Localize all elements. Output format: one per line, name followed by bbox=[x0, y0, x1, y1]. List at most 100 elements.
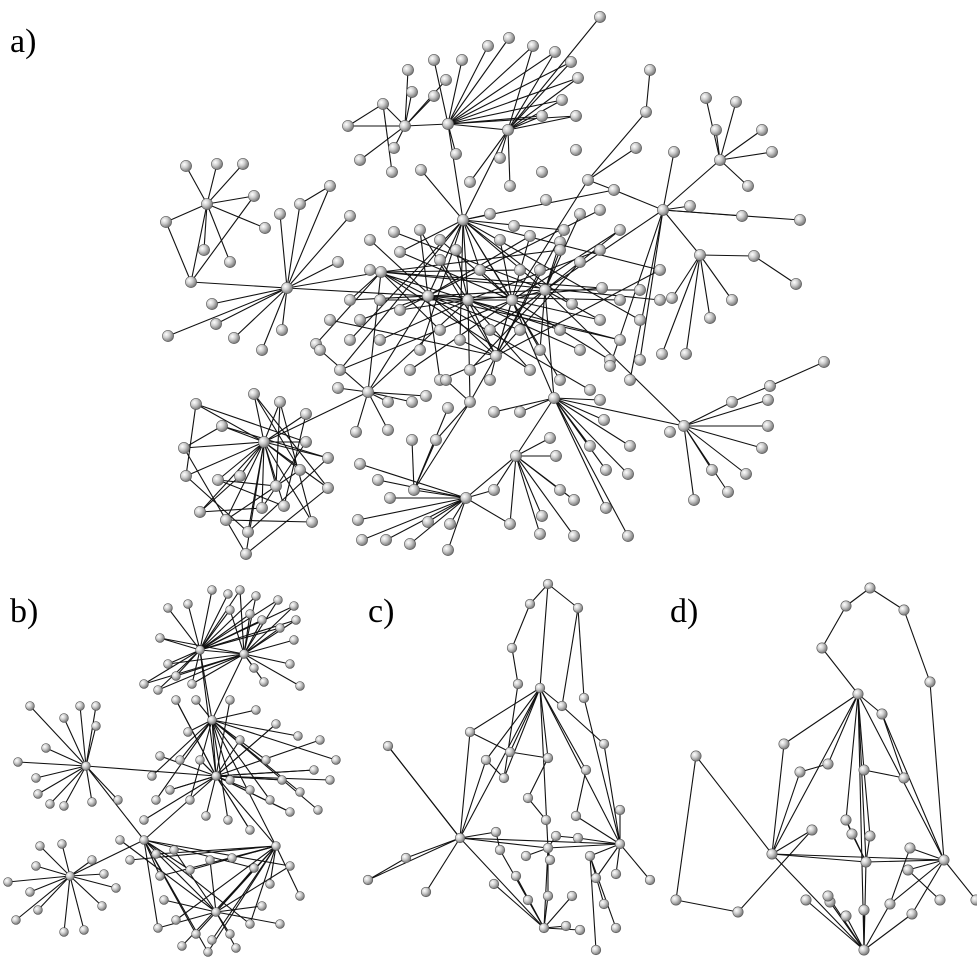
network-b-node bbox=[59, 801, 69, 811]
network-b-node bbox=[225, 929, 235, 939]
network-b-node bbox=[295, 891, 305, 901]
network-c-node bbox=[464, 726, 476, 738]
network-a-edge bbox=[411, 439, 415, 491]
network-a-edge bbox=[286, 215, 351, 289]
network-c-node bbox=[610, 922, 622, 934]
network-b-edge bbox=[143, 775, 217, 821]
network-b-edge bbox=[215, 905, 263, 913]
network-b-edge bbox=[199, 593, 229, 651]
network-b-edge bbox=[243, 639, 295, 655]
network-a-edge bbox=[283, 413, 307, 507]
network-b-node bbox=[87, 855, 97, 865]
network-a-edge bbox=[413, 489, 467, 499]
network-a-node bbox=[600, 464, 612, 476]
network-c-node bbox=[542, 890, 554, 902]
network-a-edge bbox=[286, 261, 339, 289]
network-b-edge bbox=[61, 843, 71, 877]
network-d-edge bbox=[907, 869, 941, 901]
network-a-edge bbox=[447, 37, 510, 125]
network-a-edge bbox=[380, 271, 531, 371]
network-c-node bbox=[614, 838, 626, 850]
network-a-node bbox=[404, 538, 416, 550]
network-a-node bbox=[790, 278, 802, 290]
network-a-edge bbox=[553, 397, 631, 447]
network-d-edge bbox=[903, 609, 931, 683]
network-b-node bbox=[81, 761, 91, 771]
network-b-node bbox=[293, 731, 303, 741]
network-a-edge bbox=[553, 397, 601, 401]
network-c-node bbox=[542, 578, 554, 590]
network-a bbox=[160, 11, 830, 560]
network-c-node bbox=[480, 754, 492, 766]
network-b-node bbox=[169, 845, 179, 855]
network-a-node bbox=[508, 220, 520, 232]
network-a-edge bbox=[544, 289, 555, 399]
network-b-node bbox=[289, 601, 299, 611]
network-b-edge bbox=[243, 599, 279, 655]
network-a-node bbox=[399, 120, 411, 132]
network-b-edge bbox=[151, 719, 213, 777]
network-d-node bbox=[822, 758, 834, 770]
network-a-node bbox=[394, 246, 406, 258]
network-c-edge bbox=[425, 837, 461, 893]
network-a-edge bbox=[206, 163, 218, 205]
network-a-node bbox=[540, 194, 552, 206]
network-a-edge bbox=[507, 51, 556, 131]
network-a-edge bbox=[495, 269, 661, 357]
network-a-node bbox=[524, 364, 536, 376]
network-a-edge bbox=[515, 397, 555, 457]
network-a-node bbox=[544, 432, 556, 444]
network-a-node bbox=[442, 402, 454, 414]
network-b-node bbox=[309, 765, 319, 775]
network-a-node bbox=[384, 492, 396, 504]
network-a-node bbox=[594, 11, 606, 23]
network-b-edge bbox=[37, 765, 87, 795]
network-d-edge bbox=[783, 693, 859, 745]
network-a-node bbox=[216, 420, 228, 432]
network-a-edge bbox=[419, 229, 429, 297]
network-a-edge bbox=[199, 441, 265, 513]
network-a-edge bbox=[286, 287, 429, 297]
network-a-node bbox=[566, 298, 578, 310]
network-c-node bbox=[542, 752, 554, 764]
network-b-node bbox=[155, 751, 165, 761]
network-a-edge bbox=[469, 129, 509, 183]
network-a-edge bbox=[399, 299, 469, 311]
network-b-node bbox=[203, 947, 213, 957]
network-a-node bbox=[794, 214, 806, 226]
network-c-edge bbox=[547, 843, 621, 849]
network-a-edge bbox=[420, 169, 464, 221]
network-b-node bbox=[185, 795, 195, 805]
network-a-edge bbox=[367, 271, 382, 393]
network-a-node bbox=[654, 264, 666, 276]
network-b-nodes bbox=[3, 585, 341, 957]
network-a-node bbox=[742, 180, 754, 192]
network-d-node bbox=[934, 894, 946, 906]
network-b-node bbox=[257, 615, 267, 625]
network-a-node bbox=[224, 256, 236, 268]
network-c-node bbox=[494, 844, 506, 856]
network-b-node bbox=[231, 943, 241, 953]
network-c-node bbox=[590, 944, 602, 956]
network-b-edge bbox=[191, 649, 201, 685]
network-a-node bbox=[634, 314, 646, 326]
network-b-node bbox=[261, 755, 271, 765]
network-a-node bbox=[294, 198, 306, 210]
network-c-edge bbox=[493, 883, 545, 929]
network-c-edge bbox=[459, 687, 541, 839]
network-b-node bbox=[183, 599, 193, 609]
network-a-edge bbox=[719, 159, 749, 187]
network-c-node bbox=[522, 792, 534, 804]
network-d-edge bbox=[675, 755, 697, 901]
network-a-edge bbox=[493, 397, 555, 413]
network-a-edge bbox=[507, 61, 572, 131]
network-b-edge bbox=[215, 769, 315, 777]
network-b-edge bbox=[211, 719, 271, 801]
network-a-node bbox=[756, 124, 768, 136]
network-a-edge bbox=[217, 479, 277, 487]
network-d-nodes bbox=[670, 582, 977, 956]
network-a-edge bbox=[447, 51, 556, 125]
network-a-node bbox=[688, 494, 700, 506]
network-a-edge bbox=[217, 441, 265, 481]
network-c-node bbox=[382, 740, 394, 752]
